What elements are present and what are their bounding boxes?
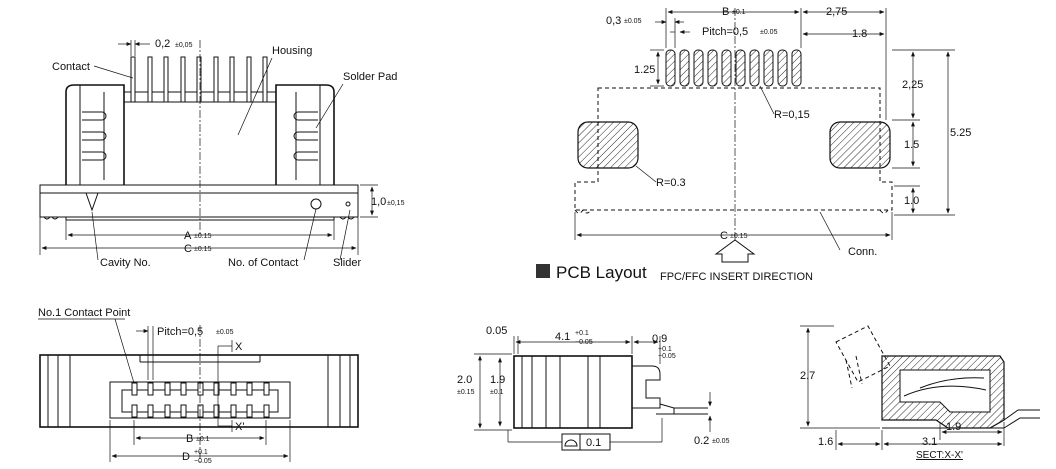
dim-side-02-tol: ±0.05 — [712, 438, 730, 445]
pcb-layout-view: B ±0.1 2,75 1.8 0,3 ±0.05 Pitch=0,5 ±0.0… — [536, 6, 971, 283]
insert-direction-arrow — [714, 239, 756, 263]
label-section-x: X — [235, 341, 243, 353]
label-conn: Conn. — [848, 246, 877, 258]
section-title: SECT:X-X' — [916, 450, 963, 461]
dim-sect-31: 3.1 — [922, 436, 937, 448]
dim-side-09-tol-minus: −0.05 — [658, 353, 676, 360]
label-housing: Housing — [272, 45, 312, 57]
insert-direction-label: FPC/FFC INSERT DIRECTION — [660, 271, 813, 283]
label-no1-contact-point: No.1 Contact Point — [38, 307, 130, 319]
dim-125: 1.25 — [634, 64, 655, 76]
dim-c: C — [184, 243, 192, 255]
dim-b-tol: ±0.1 — [732, 9, 746, 16]
flatness-frame — [561, 433, 611, 451]
dim-side-20-tol: ±0.15 — [457, 389, 475, 396]
dim-side-41: 4.1 — [555, 331, 570, 343]
dim-side-19: 1.9 — [490, 374, 505, 386]
dim-sect-19: 1.9 — [946, 421, 961, 433]
dim-275: 2,75 — [826, 6, 847, 18]
dim-side-41-tol-plus: +0.1 — [575, 330, 589, 337]
side-view: 0.05 4.1 +0.1 −0.05 0.9 +0.1 −0.05 2.0 ±… — [457, 325, 730, 451]
dim-side-19-tol: ±0.1 — [490, 389, 504, 396]
dim-height: 1,0 — [371, 196, 386, 208]
dim-18: 1.8 — [852, 28, 867, 40]
dim-top-pitch: Pitch=0,5 — [157, 326, 203, 338]
dim-pad-width: 0,3 — [606, 15, 621, 27]
dim-contact-width-tol: ±0,05 — [175, 42, 193, 49]
dim-sect-27: 2.7 — [800, 370, 815, 382]
dim-side-09: 0.9 — [652, 333, 667, 345]
dim-top-b-tol: ±0.1 — [196, 436, 210, 443]
dim-b: B — [722, 6, 729, 18]
dim-sect-16: 1.6 — [818, 436, 833, 448]
dim-side-flatness: 0.1 — [586, 437, 601, 449]
dim-r03: R=0.3 — [656, 177, 686, 189]
dim-side-02: 0.2 — [694, 435, 709, 447]
dim-contact-width: 0,2 — [155, 38, 170, 50]
label-cavity-no: Cavity No. — [100, 257, 151, 269]
dim-r015: R=0,15 — [774, 109, 810, 121]
label-contact: Contact — [52, 61, 90, 73]
dim-side-20: 2.0 — [457, 374, 472, 386]
pcb-layout-legend-swatch — [536, 264, 550, 278]
dim-pcb-pitch-tol: ±0.05 — [760, 29, 778, 36]
dim-10: 1.0 — [904, 195, 919, 207]
dim-top-pitch-tol: ±0.05 — [216, 329, 234, 336]
top-view-pins — [131, 382, 270, 418]
front-view: 0,2 ±0,05 Contact Housing Solder Pad 1,0… — [39, 38, 405, 269]
solder-pad-left — [577, 121, 639, 169]
contact-pins — [130, 56, 268, 103]
dim-525: 5.25 — [950, 127, 971, 139]
dim-a-tol: ±0.15 — [194, 233, 212, 240]
dim-pad-width-tol: ±0.05 — [624, 18, 642, 25]
label-solder-pad: Solder Pad — [343, 71, 397, 83]
dim-pcb-c: C — [720, 230, 728, 242]
label-section-x-prime: X' — [235, 421, 244, 433]
dim-height-tol: ±0,15 — [387, 200, 405, 207]
dim-side-41-tol-minus: −0.05 — [575, 339, 593, 346]
dim-side-09-tol-plus: +0.1 — [658, 346, 672, 353]
dim-top-d: D — [182, 451, 190, 463]
solder-pad-right — [829, 121, 891, 169]
dim-15: 1.5 — [904, 139, 919, 151]
dim-top-d-tol-plus: +0.1 — [194, 449, 208, 456]
dim-225: 2,25 — [902, 79, 923, 91]
dim-pcb-pitch: Pitch=0,5 — [702, 26, 748, 38]
label-no-of-contact: No. of Contact — [228, 257, 298, 269]
dim-top-b: B — [186, 433, 193, 445]
top-view: No.1 Contact Point Pitch=0,5 ±0.05 X X' … — [38, 307, 359, 465]
dim-a: A — [184, 230, 192, 242]
dim-top-d-tol-minus: −0.05 — [194, 458, 212, 465]
pcb-layout-title: PCB Layout — [556, 263, 647, 282]
signal-pads — [665, 49, 802, 87]
dim-c-tol: ±0.15 — [194, 246, 212, 253]
label-slider: Slider — [333, 257, 361, 269]
dim-side-005: 0.05 — [486, 325, 507, 337]
dim-pcb-c-tol: ±0.15 — [730, 233, 748, 240]
section-view: 2.7 1.9 1.6 3.1 SECT:X-X' — [800, 325, 1040, 461]
